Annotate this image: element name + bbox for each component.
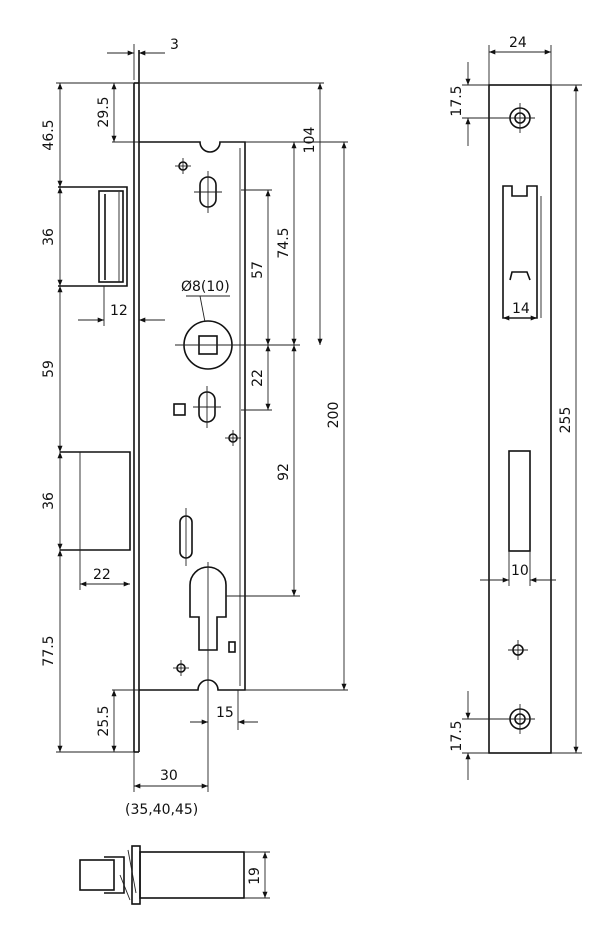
dim-label-74: 74.5 xyxy=(276,227,292,258)
dim-label-57: 57 xyxy=(250,261,266,279)
dim-label-cylinder-width: 15 xyxy=(216,705,234,721)
dim-label-body-depth: 19 xyxy=(247,867,263,885)
dimension-body-depth: 19 xyxy=(244,851,270,899)
dim-label-200: 200 xyxy=(326,402,342,429)
dim-label-plate-width: 24 xyxy=(509,35,527,51)
dim-label-spindle: Ø8(10) xyxy=(181,279,230,295)
dim-label-plate-top-hole: 17.5 xyxy=(449,85,465,116)
dimension-top-offset: 3 xyxy=(107,37,179,80)
mechanism-slot-upper xyxy=(194,171,222,213)
square-pin xyxy=(173,403,186,416)
dim-label-top-offset: 3 xyxy=(170,37,179,53)
lock-body-top-view xyxy=(79,845,245,905)
cylinder-cutout xyxy=(189,562,236,660)
dimension-cylinder-width: 15 xyxy=(190,690,258,730)
dim-label-22: 22 xyxy=(250,369,266,387)
dim-label-backset-options: (35,40,45) xyxy=(125,802,198,818)
mechanism-slot-lower xyxy=(193,386,221,428)
dimension-plate-length: 255 xyxy=(551,84,582,754)
dimension-plate-bolt-width: 10 xyxy=(480,551,556,586)
guide-slot xyxy=(179,508,193,566)
dim-label-plate-bottom-hole: 17.5 xyxy=(449,720,465,751)
dimension-spindle: Ø8(10) xyxy=(181,279,230,323)
dim-label-bolt-throw: 22 xyxy=(93,567,111,583)
dim-label-latch-height: 36 xyxy=(41,228,57,246)
dimension-bolt-throw: 22 xyxy=(79,550,130,590)
dim-label-bottom-offset: 25.5 xyxy=(96,705,112,736)
dim-label-plate-length: 255 xyxy=(558,407,574,434)
dimension-right-stack: 57 22 74.5 92 104 200 xyxy=(139,82,348,691)
dimension-plate-latch-width: 14 xyxy=(503,301,537,321)
dim-label-104: 104 xyxy=(302,127,318,154)
dim-label-plate-latch-width: 14 xyxy=(512,301,530,317)
dim-label-bottom-gap: 77.5 xyxy=(41,635,57,666)
dimension-plate-width: 24 xyxy=(488,35,552,85)
dim-label-mid-gap: 59 xyxy=(41,360,57,378)
dim-label-backset: 30 xyxy=(160,768,178,784)
dimension-left-stack: 46.5 36 59 36 77.5 29.5 25.5 xyxy=(41,82,139,753)
fixing-hole-upper xyxy=(175,158,191,174)
dim-label-latch-throw: 12 xyxy=(110,303,128,319)
face-plate-side-view xyxy=(488,84,552,754)
lock-body-front-view xyxy=(58,50,246,753)
latch-bolt xyxy=(58,186,128,287)
dim-label-latch-top: 46.5 xyxy=(41,119,57,150)
dim-label-92: 92 xyxy=(276,463,292,481)
dimension-backset: 30 (35,40,45) xyxy=(125,660,209,818)
spindle-follower xyxy=(175,320,241,370)
fixing-hole-middle xyxy=(225,430,241,446)
dim-label-bolt-height: 36 xyxy=(41,492,57,510)
dimension-plate-holes: 17.5 17.5 xyxy=(449,62,510,780)
dim-label-plate-bolt-width: 10 xyxy=(511,563,529,579)
fixing-hole-lower xyxy=(173,660,189,676)
dimension-latch-throw: 12 xyxy=(78,286,165,326)
dead-bolt xyxy=(60,451,131,551)
dim-label-backset-top: 29.5 xyxy=(96,96,112,127)
